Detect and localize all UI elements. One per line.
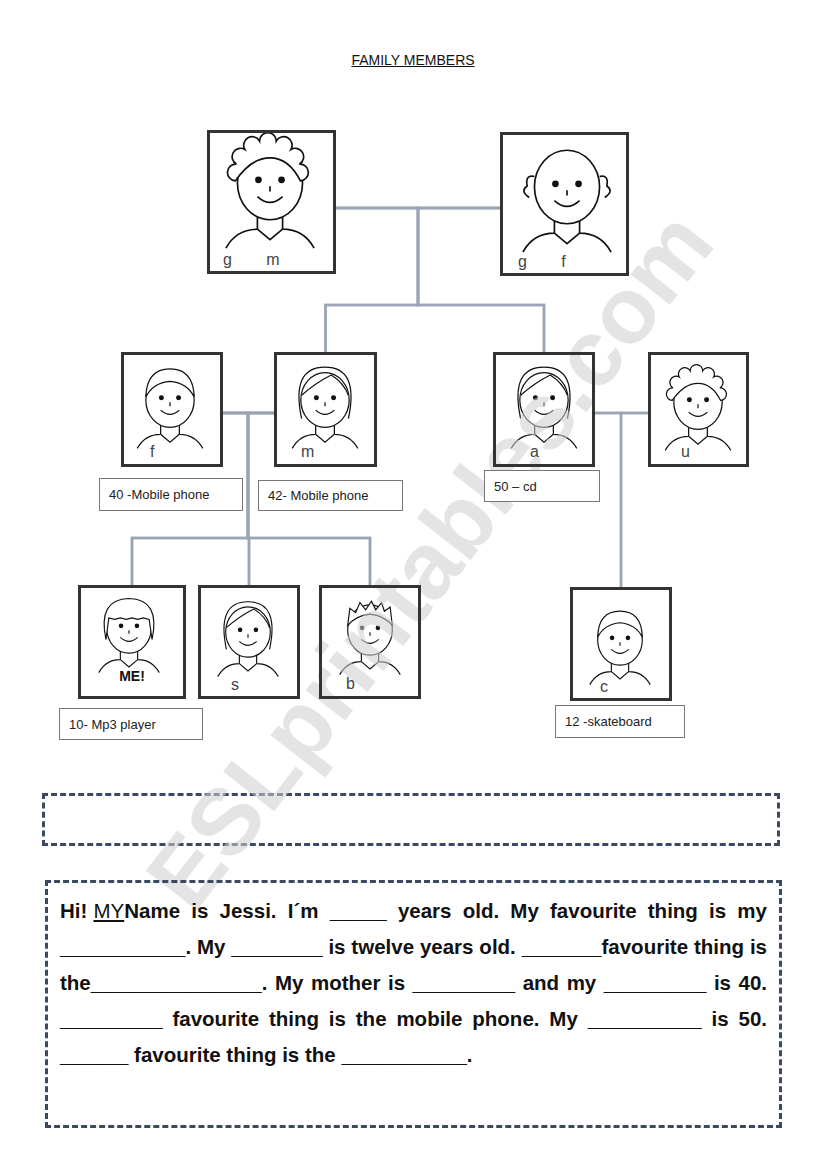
portrait-frame: f xyxy=(121,352,223,467)
relation-letter: g f xyxy=(518,253,566,271)
item-label-box: 10- Mp3 player xyxy=(59,708,203,740)
family-tree-line xyxy=(223,413,370,585)
watermark: ESLprintables.com xyxy=(125,191,734,928)
portrait-frame: c xyxy=(570,587,672,701)
item-text: 40 -Mobile phone xyxy=(109,487,209,502)
paragraph-text: MY xyxy=(93,899,124,922)
portrait-frame: a xyxy=(493,352,595,467)
family-tree-line xyxy=(621,413,648,587)
relation-letter: c xyxy=(600,678,608,696)
portrait-frame: g m xyxy=(207,130,336,274)
item-label-box: 40 -Mobile phone xyxy=(99,478,243,511)
item-label-box: 12 -skateboard xyxy=(555,705,685,738)
paragraph-text: Name is Jessi. I´m _____ years old. My f… xyxy=(60,899,767,1066)
portrait-frame: ME! xyxy=(78,585,186,699)
family-tree-line xyxy=(326,208,501,352)
family-tree-line xyxy=(418,208,544,352)
portrait-frame: m xyxy=(274,352,377,467)
item-text: 10- Mp3 player xyxy=(69,717,156,732)
portrait-frame: u xyxy=(648,352,749,467)
relation-letter: f xyxy=(150,443,154,461)
item-text: 42- Mobile phone xyxy=(268,488,368,503)
item-text: 50 – cd xyxy=(494,479,537,494)
fill-in-text-box: Hi! MYName is Jessi. I´m _____ years old.… xyxy=(45,880,782,1128)
portrait-frame: s xyxy=(198,585,300,699)
relation-letter: m xyxy=(301,443,314,461)
item-text: 12 -skateboard xyxy=(565,714,652,729)
portrait-frame: g f xyxy=(500,132,629,276)
paragraph-text: Hi! xyxy=(60,899,87,922)
page-title: FAMILY MEMBERS xyxy=(0,52,826,68)
family-tree-line xyxy=(326,208,419,352)
item-label-box: 50 – cd xyxy=(484,470,600,502)
portrait-frame: b xyxy=(319,585,421,699)
item-label-box: 42- Mobile phone xyxy=(258,480,403,511)
relation-letter: a xyxy=(530,443,539,461)
relation-letter: s xyxy=(231,676,239,694)
relation-letter: ME! xyxy=(81,668,183,684)
relation-letter: g m xyxy=(223,251,280,269)
relation-letter: b xyxy=(346,675,355,693)
relation-letter: u xyxy=(681,443,690,461)
family-tree-line xyxy=(336,208,544,352)
